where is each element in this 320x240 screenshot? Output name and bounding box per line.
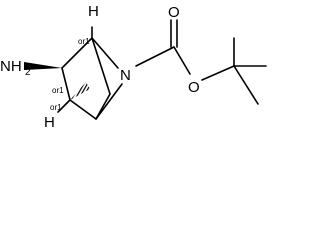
stereo-label-upper: or1: [78, 37, 90, 46]
bond-ester-oxygen-tertiary-carbon: [201, 65, 235, 81]
bond-c1-c2: [61, 37, 93, 69]
bond-n-carbonyl: [135, 46, 175, 67]
stereo-label-lower: or1: [50, 103, 62, 112]
bond-c4-n-bridge: [95, 83, 123, 120]
bond-c5-c6: [91, 37, 111, 95]
bond-c1-n: [91, 37, 119, 69]
bond-c3-c4: [69, 99, 97, 120]
molecule-diagram: H H NH 2 N O O or1 or1 or1: [0, 3, 267, 131]
wedge-bond-amine: [24, 62, 62, 70]
carbonyl-oxygen-label: O: [168, 4, 180, 21]
bond-carbonyl-ester-oxygen: [173, 46, 191, 75]
hashed-wedge-bond: [70, 82, 90, 100]
bond-c3-h: [57, 99, 71, 113]
structure-drawing: H H NH 2 N O O or1 or1 or1: [0, 3, 267, 131]
hydrogen-top-label: H: [88, 3, 99, 20]
amine-label: NH: [0, 58, 22, 75]
bond-tbutyl-methyl-bottom: [233, 65, 259, 105]
amine-subscript: 2: [25, 67, 31, 78]
stereo-label-left: or1: [52, 86, 64, 95]
ester-oxygen-label: O: [188, 79, 200, 96]
hydrogen-bottom-label: H: [44, 114, 55, 131]
ring-nitrogen-label: N: [120, 67, 131, 84]
bond-c2-c3: [61, 67, 71, 101]
